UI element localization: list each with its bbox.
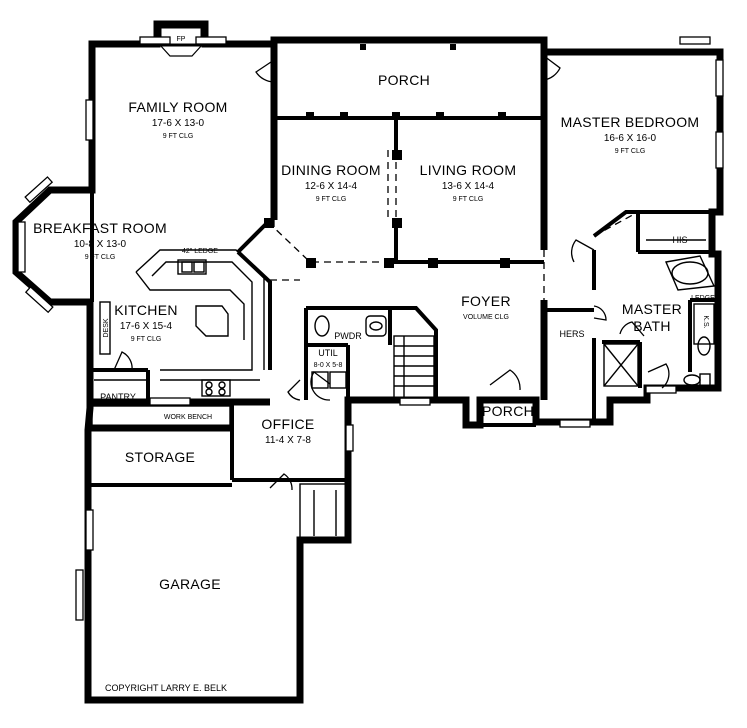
- family-room-dims: 17-6 X 13-0: [152, 118, 205, 129]
- interior-walls: [90, 40, 718, 487]
- living-room-clg: 9 FT CLG: [453, 196, 484, 203]
- dashed-openings: [91, 150, 639, 370]
- desk-label: DESK: [103, 318, 110, 337]
- pantry-label: PANTRY: [100, 392, 136, 402]
- kitchen-dims: 17-6 X 15-4: [120, 321, 173, 332]
- fp-label: FP: [177, 36, 186, 43]
- office-dims: 11-4 X 7-8: [265, 435, 311, 446]
- foyer-clg: VOLUME CLG: [463, 314, 509, 321]
- copyright-text: COPYRIGHT LARRY E. BELK: [105, 683, 227, 693]
- foyer-name: FOYER: [461, 293, 511, 309]
- master-bedroom-clg: 9 FT CLG: [615, 148, 646, 155]
- master-bedroom-name: MASTER BEDROOM: [561, 114, 700, 130]
- columns: [264, 44, 510, 268]
- pwdr-label: PWDR: [334, 331, 362, 341]
- dining-room-clg: 9 FT CLG: [316, 196, 347, 203]
- doors: [113, 55, 670, 491]
- his-label: HIS: [672, 235, 687, 245]
- master-bath-name-2: BATH: [633, 318, 671, 334]
- living-room-dims: 13-6 X 14-4: [442, 181, 495, 192]
- family-room-clg: 9 FT CLG: [163, 133, 194, 140]
- living-room-name: LIVING ROOM: [420, 162, 517, 178]
- porch-top-name: PORCH: [378, 72, 430, 88]
- fixtures: [91, 239, 716, 539]
- windows: [17, 36, 724, 621]
- master-bath-name-1: MASTER: [622, 301, 682, 317]
- util-dims: 8-0 X 5-8: [314, 362, 343, 369]
- work-bench-label: WORK BENCH: [164, 414, 212, 421]
- util-name: UTIL: [318, 348, 338, 358]
- kitchen-name: KITCHEN: [114, 302, 178, 318]
- breakfast-room-clg: 9 FT CLG: [85, 254, 116, 261]
- master-bedroom-dims: 16-6 X 16-0: [604, 133, 657, 144]
- dining-room-dims: 12-6 X 14-4: [305, 181, 358, 192]
- family-room-name: FAMILY ROOM: [128, 99, 227, 115]
- ledge-42-label: 42" LEDGE: [182, 248, 218, 255]
- storage-name: STORAGE: [125, 449, 195, 465]
- office-name: OFFICE: [261, 416, 314, 432]
- dining-room-name: DINING ROOM: [281, 162, 381, 178]
- hers-label: HERS: [559, 329, 584, 339]
- kitchen-clg: 9 FT CLG: [131, 336, 162, 343]
- breakfast-room-name: BREAKFAST ROOM: [33, 220, 167, 236]
- room-labels: FAMILY ROOM 17-6 X 13-0 9 FT CLG PORCH M…: [33, 72, 715, 693]
- ks-label: K.S.: [702, 315, 709, 328]
- ledge-label: LEDGE: [691, 295, 715, 302]
- garage-name: GARAGE: [159, 576, 221, 592]
- breakfast-room-dims: 10-8 X 13-0: [74, 239, 127, 250]
- porch-front-name: PORCH: [482, 403, 534, 419]
